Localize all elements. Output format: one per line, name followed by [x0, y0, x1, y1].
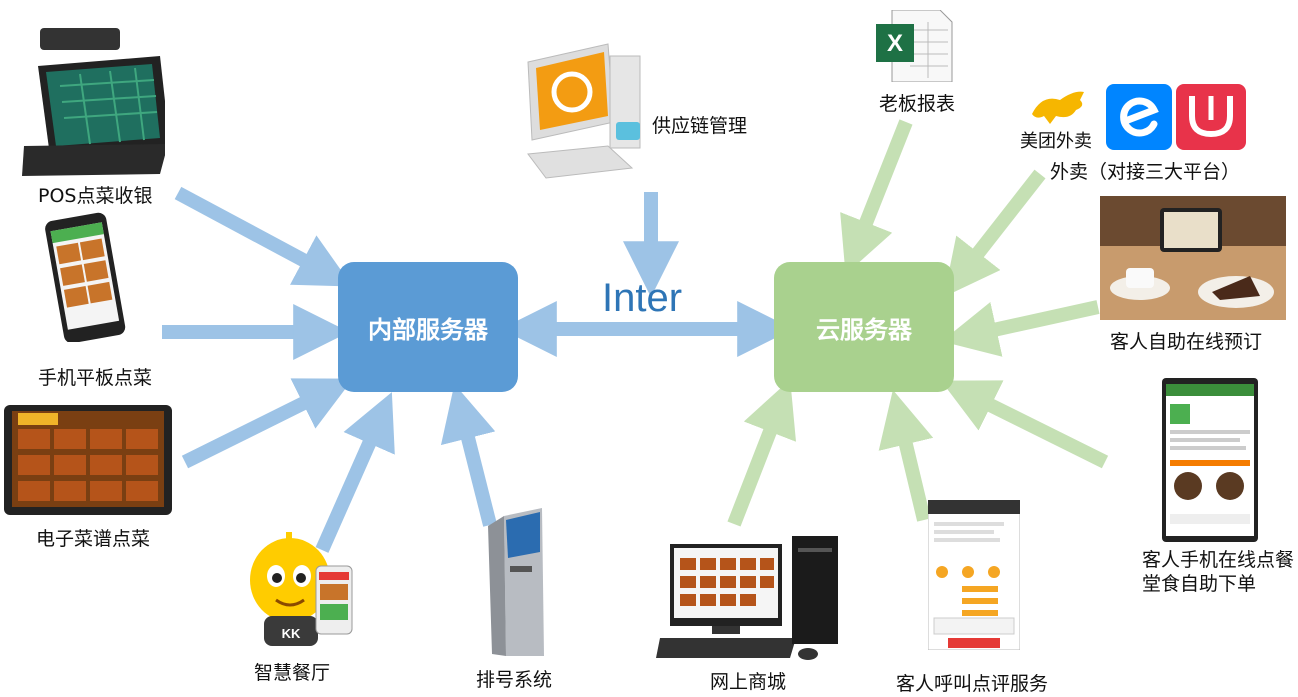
- inter-label: Inter: [602, 276, 683, 320]
- smartphone-icon: [45, 212, 126, 342]
- mascot-icon: KK: [250, 532, 353, 646]
- mobile-order-label-line1: 客人手机在线点餐: [1142, 549, 1295, 571]
- arrow-takeout: [943, 169, 1046, 297]
- queue-system-label: 排号系统: [476, 669, 553, 691]
- arrow-emenu: [181, 378, 354, 469]
- e-menu-tablet-icon: [4, 405, 172, 515]
- desktop-pc-icon: [656, 536, 838, 660]
- arrow-queue: [440, 383, 497, 527]
- cloud-server-label: 云服务器: [816, 315, 912, 344]
- arrow-boss: [840, 119, 913, 275]
- meituan-label: 美团外卖: [1020, 131, 1092, 152]
- baidu-waimai-icon: [1176, 84, 1246, 150]
- pos-terminal-icon: [22, 28, 165, 176]
- arrow-review: [878, 389, 934, 522]
- arrow-mobile-order: [940, 380, 1109, 469]
- self-reservation-label: 客人自助在线预订: [1110, 331, 1263, 353]
- arrow-pos: [174, 186, 353, 287]
- mobile-tablet-label: 手机平板点菜: [38, 367, 153, 389]
- boss-report-label: 老板报表: [879, 93, 956, 115]
- call-review-label: 客人呼叫点评服务: [896, 673, 1049, 695]
- e-menu-label: 电子菜谱点菜: [36, 528, 151, 550]
- cafe-tablet-photo: [1100, 196, 1286, 320]
- queue-kiosk-icon: [488, 508, 544, 656]
- meituan-kangaroo-icon: [1032, 91, 1084, 124]
- takeout-label: 外卖（对接三大平台）: [1050, 161, 1241, 183]
- arrow-mall: [727, 379, 797, 527]
- pos-label: POS点菜收银: [38, 185, 153, 207]
- eleme-icon: [1106, 84, 1172, 150]
- review-app-icon: [928, 500, 1020, 650]
- internal-server-label: 内部服务器: [368, 315, 488, 344]
- computer-icon: [527, 43, 641, 179]
- supply-chain-label: 供应链管理: [652, 115, 748, 137]
- arrow-smart: [315, 392, 395, 553]
- svg-text:X: X: [887, 30, 903, 57]
- excel-icon: X: [876, 10, 953, 82]
- arrow-reservation: [941, 300, 1100, 357]
- mascot-badge: KK: [282, 626, 301, 641]
- smart-restaurant-label: 智慧餐厅: [254, 662, 331, 684]
- online-mall-label: 网上商城: [710, 671, 787, 693]
- mobile-order-label-line2: 堂食自助下单: [1142, 573, 1257, 595]
- internal-server-node: 内部服务器: [338, 262, 518, 392]
- mobile-order-app-icon: [1162, 378, 1258, 542]
- cloud-server-node: 云服务器: [774, 262, 954, 392]
